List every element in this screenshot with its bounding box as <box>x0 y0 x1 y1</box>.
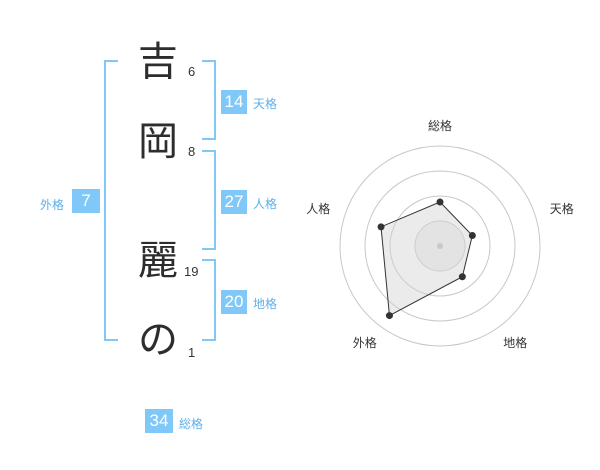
chikaku-bracket-bottom <box>202 339 216 341</box>
radar-point-4 <box>385 312 393 320</box>
tenkaku-bracket-bottom <box>202 138 216 140</box>
tenkaku-badge: 14 <box>221 90 247 114</box>
soukaku-label: 総格 <box>179 417 204 431</box>
radar-axis-label-4: 外格 <box>353 335 377 350</box>
radar-center-dot <box>437 243 443 249</box>
soukaku-badge: 34 <box>145 409 173 433</box>
stroke-count-3: 19 <box>184 264 199 279</box>
chikaku-badge: 20 <box>221 290 247 314</box>
radar-ring-3 <box>364 170 516 322</box>
radar-point-1 <box>436 198 444 206</box>
tenkaku-bracket-top <box>202 60 216 62</box>
jinkaku-bracket-vertical <box>214 150 216 250</box>
name-char-4: の <box>138 317 178 363</box>
name-char-3: 麗 <box>138 238 178 284</box>
gaikaku-bracket-vertical <box>104 60 106 341</box>
jinkaku-bracket-top <box>202 150 216 152</box>
chikaku-bracket-top <box>202 259 216 261</box>
radar-axis-label-3: 地格 <box>503 335 527 350</box>
radar-axis-label-1: 総格 <box>428 118 452 133</box>
radar-ring-4 <box>339 145 541 347</box>
name-char-1: 吉 <box>138 39 178 85</box>
stroke-count-4: 1 <box>188 345 196 360</box>
stroke-count-1: 6 <box>188 64 196 79</box>
stroke-count-2: 8 <box>188 144 196 159</box>
radar-polygon <box>380 201 473 317</box>
jinkaku-badge: 27 <box>221 190 247 214</box>
gaikaku-bracket-bottom <box>104 339 118 341</box>
radar-point-3 <box>458 273 466 281</box>
radar-ring-2 <box>389 195 491 297</box>
jinkaku-bracket-bottom <box>202 248 216 250</box>
name-char-2: 岡 <box>138 119 178 165</box>
radar-axis-label-5: 人格 <box>306 201 330 216</box>
gaikaku-badge: 7 <box>72 189 100 213</box>
chikaku-label: 地格 <box>253 297 278 311</box>
gaikaku-label: 外格 <box>40 198 65 212</box>
jinkaku-label: 人格 <box>253 197 278 211</box>
gaikaku-bracket-top <box>104 60 118 62</box>
radar-axis-label-2: 天格 <box>550 201 574 216</box>
tenkaku-bracket-vertical <box>214 60 216 140</box>
tenkaku-label: 天格 <box>253 97 278 111</box>
radar-point-5 <box>377 223 385 231</box>
chikaku-bracket-vertical <box>214 259 216 341</box>
radar-point-2 <box>468 231 476 239</box>
